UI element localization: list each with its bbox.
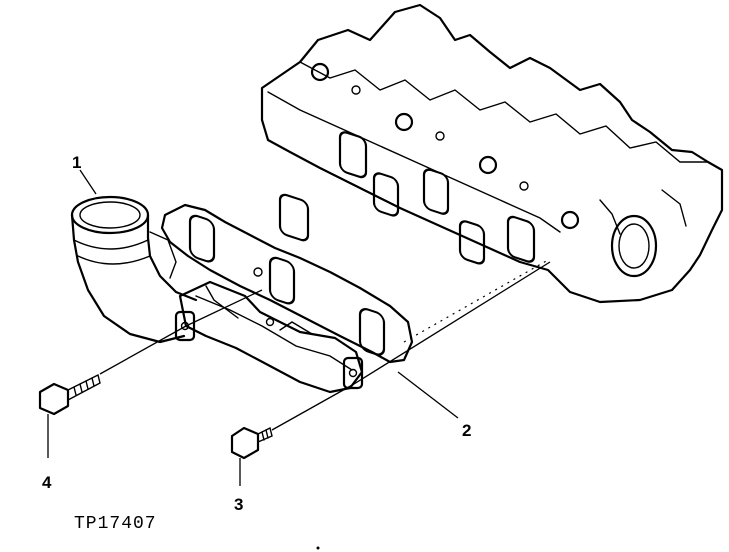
head-bolt-holes [310,62,580,230]
callout-2: 2 [462,421,471,440]
cap-screw-3 [230,426,273,460]
cylinder-head [260,3,724,304]
figure-reference: TP17407 [74,514,157,534]
callout-3: 3 [234,495,243,514]
head-ports [278,131,536,265]
callout-4: 4 [42,473,52,492]
callout-labels: 1 2 3 4 [42,153,471,514]
manifold-gasket [160,203,414,364]
callout-1: 1 [72,153,81,172]
exhaust-elbow [70,195,198,344]
cap-screw-4 [38,373,101,416]
leader-lines [47,169,551,486]
